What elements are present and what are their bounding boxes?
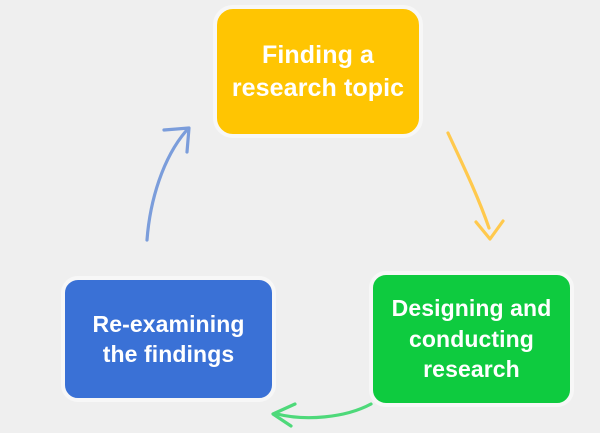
node-finding-a-research-topic[interactable]: Finding a research topic bbox=[213, 5, 423, 138]
node-finding-label: Finding a research topic bbox=[231, 40, 405, 102]
node-re-examining-the-findings[interactable]: Re-examining the findings bbox=[61, 276, 276, 402]
arrow-designing-to-reexamining-icon bbox=[271, 402, 373, 428]
node-reexamining-label: Re-examining the findings bbox=[92, 310, 245, 367]
arrow-finding-to-designing-icon bbox=[446, 131, 505, 241]
node-designing-label: Designing and conducting research bbox=[391, 295, 552, 383]
arrow-reexamining-to-finding-icon bbox=[145, 126, 191, 242]
node-designing-and-conducting-research[interactable]: Designing and conducting research bbox=[369, 271, 574, 407]
